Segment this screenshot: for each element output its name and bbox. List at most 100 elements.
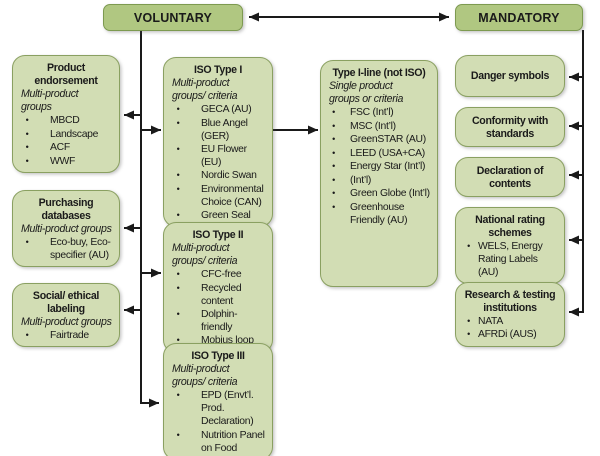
box-title: ISO Type III bbox=[191, 350, 245, 362]
box-title: Conformity with standards bbox=[471, 114, 549, 140]
bullet-list: •EPD (Envt’l. Prod. Declaration) •Nutrit… bbox=[169, 389, 267, 455]
box-national-rating-schemes: National rating schemes •WELS, Energy Ra… bbox=[455, 207, 565, 285]
bullet-icon: • bbox=[332, 107, 335, 118]
box-title: Product endorsement bbox=[34, 62, 98, 87]
box-iso-type-2: ISO Type II Multi-product groups/ criter… bbox=[163, 222, 273, 353]
voluntary-header: VOLUNTARY bbox=[103, 4, 243, 31]
bullet-list: •Eco-buy, Eco-specifier (AU) bbox=[18, 236, 114, 262]
box-subtitle: Multi-product groups bbox=[21, 87, 79, 113]
bullet-icon: • bbox=[176, 104, 180, 115]
box-title: Social/ ethical labeling bbox=[32, 290, 100, 315]
bullet-icon: • bbox=[176, 170, 180, 181]
bullet-icon: • bbox=[332, 120, 335, 131]
box-iso-type-3: ISO Type III Multi-product groups/ crite… bbox=[163, 343, 273, 456]
list-item: •Green Seal bbox=[169, 209, 267, 223]
box-subtitle: Multi-product groups/ criteria bbox=[172, 76, 238, 103]
list-item: •Landscape bbox=[18, 128, 114, 142]
box-title: Declaration of contents bbox=[476, 164, 544, 190]
bullet-list: •GECA (AU) •Blue Angel (GER) •EU Flower … bbox=[169, 103, 267, 222]
list-item: •Environmental Choice (CAN) bbox=[169, 183, 267, 209]
list-item: •Dolphin-friendly bbox=[169, 308, 267, 334]
list-item: •NATA bbox=[461, 315, 559, 329]
list-item: •GreenSTAR (AU) bbox=[326, 133, 432, 147]
box-title: Danger symbols bbox=[470, 70, 550, 83]
box-purchasing-databases: Purchasing databases Multi-product group… bbox=[12, 190, 120, 268]
bullet-icon: • bbox=[25, 236, 29, 247]
bullet-icon: • bbox=[332, 188, 335, 199]
list-item: •Fairtrade bbox=[18, 329, 114, 343]
box-title: ISO Type I bbox=[193, 64, 243, 76]
bullet-icon: • bbox=[176, 183, 180, 194]
list-item: •Recycled content bbox=[169, 282, 267, 308]
list-item: •Blue Angel (GER) bbox=[169, 117, 267, 143]
bullet-icon: • bbox=[332, 134, 335, 145]
bullet-icon: • bbox=[176, 143, 180, 154]
box-title: Purchasing databases bbox=[38, 197, 94, 222]
list-item: •Green Globe (Int’l) bbox=[326, 187, 432, 201]
voluntary-label: VOLUNTARY bbox=[133, 10, 213, 25]
list-item: •EPD (Envt’l. Prod. Declaration) bbox=[169, 389, 267, 428]
list-item: •(Int’l) bbox=[326, 174, 432, 188]
box-social-ethical-labeling: Social/ ethical labeling Multi-product g… bbox=[12, 283, 120, 348]
box-title: Type I-line (not ISO) bbox=[332, 67, 426, 79]
mandatory-header: MANDATORY bbox=[455, 4, 583, 31]
box-iso-type-1: ISO Type I Multi-product groups/ criteri… bbox=[163, 57, 273, 228]
box-research-testing-institutions: Research & testing institutions •NATA •A… bbox=[455, 282, 565, 347]
box-conformity-standards: Conformity with standards bbox=[455, 107, 565, 147]
list-item: •LEED (USA+CA) bbox=[326, 147, 432, 161]
box-subtitle: Multi-product groups bbox=[21, 222, 112, 235]
bullet-icon: • bbox=[25, 142, 29, 153]
list-item: •MBCD bbox=[18, 114, 114, 128]
bullet-icon: • bbox=[467, 329, 470, 340]
voluntary-trunk bbox=[140, 30, 159, 408]
box-type1line-not-iso: Type I-line (not ISO) Single product gro… bbox=[320, 60, 438, 287]
bullet-icon: • bbox=[176, 390, 180, 401]
box-subtitle: Multi-product groups/ criteria bbox=[172, 362, 238, 389]
list-item: •MSC (Int’l) bbox=[326, 120, 432, 134]
mandatory-label: MANDATORY bbox=[478, 10, 560, 25]
list-item: •Nordic Swan bbox=[169, 169, 267, 183]
box-title: National rating schemes bbox=[475, 214, 545, 239]
bullet-list: •NATA •AFRDi (AUS) bbox=[461, 315, 559, 342]
bullet-icon: • bbox=[176, 209, 180, 220]
box-title: ISO Type II bbox=[192, 229, 244, 241]
bullet-list: •CFC-free •Recycled content •Dolphin-fri… bbox=[169, 268, 267, 347]
box-subtitle: Single product groups or criteria bbox=[329, 79, 404, 106]
bullet-icon: • bbox=[25, 329, 29, 340]
list-item: •AFRDi (AUS) bbox=[461, 328, 559, 342]
bullet-icon: • bbox=[332, 161, 335, 172]
box-declaration-contents: Declaration of contents bbox=[455, 157, 565, 197]
bullet-icon: • bbox=[25, 155, 29, 166]
bullet-icon: • bbox=[176, 117, 180, 128]
mandatory-trunk bbox=[569, 30, 584, 317]
box-product-endorsement: Product endorsement Multi-product groups… bbox=[12, 55, 120, 174]
list-item: •GECA (AU) bbox=[169, 103, 267, 117]
bullet-icon: • bbox=[467, 240, 470, 251]
list-item: •WWF bbox=[18, 155, 114, 169]
bullet-icon: • bbox=[332, 147, 335, 158]
bullet-list: •Fairtrade bbox=[18, 329, 114, 343]
bullet-list: •WELS, Energy Rating Labels (AU) bbox=[461, 240, 559, 279]
bullet-icon: • bbox=[467, 315, 470, 326]
list-item: •Greenhouse Friendly (AU) bbox=[326, 201, 432, 227]
box-title: Research & testing institutions bbox=[464, 289, 556, 314]
list-item: •Energy Star (Int’l) bbox=[326, 160, 432, 174]
bullet-list: •MBCD •Landscape •ACF •WWF bbox=[18, 114, 114, 168]
bullet-icon: • bbox=[176, 335, 180, 346]
list-item: •FSC (Int’l) bbox=[326, 106, 432, 120]
bullet-icon: • bbox=[176, 308, 180, 319]
bullet-list: •FSC (Int’l) •MSC (Int’l) •GreenSTAR (AU… bbox=[326, 106, 432, 227]
bullet-icon: • bbox=[332, 201, 335, 212]
list-item: •Eco-buy, Eco-specifier (AU) bbox=[18, 236, 114, 262]
box-subtitle: Multi-product groups bbox=[21, 315, 112, 328]
list-item: •Mobius loop bbox=[169, 334, 267, 348]
bullet-icon: • bbox=[176, 282, 180, 293]
list-item: •ACF bbox=[18, 141, 114, 155]
list-item: •Nutrition Panel on Food bbox=[169, 429, 267, 455]
box-danger-symbols: Danger symbols bbox=[455, 55, 565, 97]
list-item: •CFC-free bbox=[169, 268, 267, 282]
list-item: •WELS, Energy Rating Labels (AU) bbox=[461, 240, 559, 279]
bullet-icon: • bbox=[176, 269, 180, 280]
box-subtitle: Multi-product groups/ criteria bbox=[172, 241, 238, 268]
